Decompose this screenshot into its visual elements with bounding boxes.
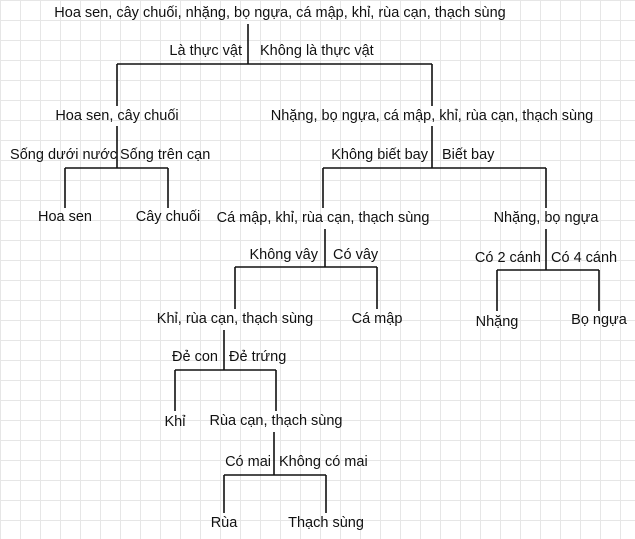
edge-on-land: Sống trên cạn xyxy=(120,147,211,163)
node-fly: Nhặng xyxy=(475,314,519,330)
edge-in-water: Sống dưới nước xyxy=(10,147,117,163)
edge-not-plant: Không là thực vật xyxy=(260,43,374,59)
node-non-flying: Cá mập, khỉ, rùa cạn, thạch sùng xyxy=(216,210,430,226)
edge-no-shell: Không có mai xyxy=(279,454,368,470)
fork-egg-laying-connector xyxy=(223,432,327,513)
node-mantis: Bọ ngựa xyxy=(571,312,627,328)
edge-plant: Là thực vật xyxy=(169,43,242,59)
fork-plants-connector xyxy=(64,126,169,208)
edge-can-fly: Biết bay xyxy=(442,147,495,163)
fork-flying-connector xyxy=(496,229,600,311)
fork-non-flying-connector xyxy=(234,229,378,309)
fork-non-plants-connector xyxy=(322,126,547,208)
node-flying: Nhặng, bọ ngựa xyxy=(493,210,599,226)
node-egg-laying: Rùa cạn, thạch sùng xyxy=(209,413,343,429)
node-banana: Cây chuối xyxy=(135,209,201,225)
edge-has-shell: Có mai xyxy=(225,454,271,470)
edge-no-fins: Không vây xyxy=(249,247,318,263)
node-lotus: Hoa sen xyxy=(37,209,93,225)
fork-no-fins-connector xyxy=(174,330,277,411)
node-monkey: Khỉ xyxy=(164,414,186,430)
node-non-plants: Nhặng, bọ ngựa, cá mập, khỉ, rùa cạn, th… xyxy=(270,108,594,124)
node-tortoise: Rùa xyxy=(210,515,238,531)
edge-cannot-fly: Không biết bay xyxy=(331,147,428,163)
node-root: Hoa sen, cây chuối, nhặng, bọ ngựa, cá m… xyxy=(54,5,506,21)
edge-has-fins: Có vây xyxy=(333,247,379,263)
edge-two-wings: Có 2 cánh xyxy=(474,250,541,266)
edge-four-wings: Có 4 cánh xyxy=(551,250,618,266)
edge-live-birth: Đẻ con xyxy=(172,349,218,365)
fork-root-connector xyxy=(116,24,433,106)
node-gecko: Thạch sùng xyxy=(288,515,364,531)
node-shark: Cá mập xyxy=(351,311,403,327)
edge-egg-laying: Đẻ trứng xyxy=(229,349,287,365)
node-plants: Hoa sen, cây chuối xyxy=(55,108,179,124)
node-no-fins: Khỉ, rùa cạn, thạch sùng xyxy=(156,311,314,327)
